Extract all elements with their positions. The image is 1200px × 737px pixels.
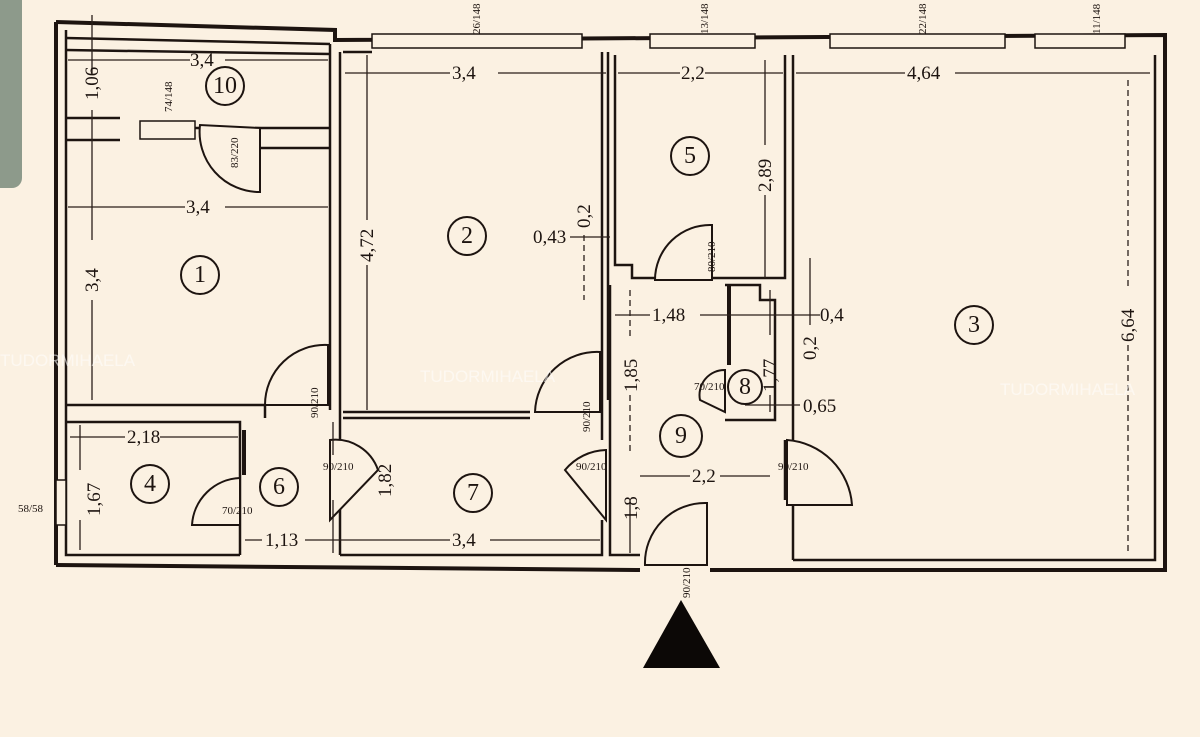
dim-room-7-height: 1,82 [375,464,396,497]
label-door-8: 70/210 [694,381,725,393]
dim-room-4-width: 2,18 [127,427,160,448]
dim-room-4-height: 1,67 [84,483,105,516]
label-door-10: 83/220 [229,137,241,168]
doors [190,123,854,566]
dim-room-6-width: 1,13 [265,530,298,551]
watermark-left: TUDORMIHAELA [0,351,136,370]
dim-043: 0,43 [533,227,566,248]
room-1-number: 1 [194,262,206,288]
label-door-2: 90/210 [581,401,593,432]
room-numbers: 10 1 2 5 3 4 6 7 8 9 [130,66,994,513]
label-door-6-7: 90/210 [323,461,354,473]
door-room-3 [786,438,854,506]
window-room-3a [829,33,1006,49]
label-door-entry: 90/210 [681,567,693,598]
dim-room-9-height-lower: 1,8 [621,496,642,520]
door-room-9-7 [563,448,607,523]
dim-room-9-width: 2,2 [692,466,716,487]
side-tab [0,0,22,188]
room-7-number: 7 [467,480,479,506]
label-door-4: 70/210 [222,505,253,517]
dim-room-10-height: 1,06 [82,67,103,100]
label-door-9-7: 90/210 [576,461,607,473]
label-window-top-2: 13/148 [699,3,711,34]
dimension-labels: 3,4 1,06 3,4 3,4 3,4 4,72 2,2 2,89 4,64 … [82,50,1139,551]
room-4-number: 4 [144,471,156,497]
dim-room-8-height: 1,77 [760,359,781,392]
dim-room-2-width: 3,4 [452,63,476,84]
label-window-10: 74/148 [163,81,175,112]
room-2-number: 2 [461,223,473,249]
dim-room-1-width: 3,4 [186,197,210,218]
entrance-arrow-icon [643,600,720,668]
window-room-3b [1034,33,1126,49]
room-8-number: 8 [739,374,751,400]
dim-room-1-height: 3,4 [82,268,103,292]
door-room-4 [190,476,241,526]
dim-02-b: 0,2 [800,336,821,360]
watermark-center: TUDORMIHAELA [420,367,556,386]
windows [55,33,1126,526]
window-room-2 [371,33,583,49]
label-window-top-3: 22/148 [917,3,929,34]
label-window-4: 58/58 [18,503,44,515]
dim-room-5-width: 2,2 [681,63,705,84]
door-room-2 [533,350,601,413]
dim-room-10-width: 3,4 [190,50,214,71]
dim-room-5-height: 2,89 [755,159,776,192]
room-9-number: 9 [675,423,687,449]
interior-walls [65,36,795,560]
window-room-4 [55,479,67,526]
dimension-lines [68,15,1150,555]
door-room-10 [198,123,261,194]
window-room-10 [139,120,196,140]
label-window-top-4: 11/148 [1091,3,1103,34]
dim-065: 0,65 [803,396,836,417]
door-entry [643,501,708,566]
opening-labels: 74/148 83/220 80/210 90/210 90/210 90/21… [18,3,1103,598]
window-room-5 [649,33,756,49]
label-door-1: 90/210 [309,387,321,418]
dim-room-2-height: 4,72 [357,229,378,262]
label-door-5: 80/210 [706,241,718,272]
dim-04: 0,4 [820,305,844,326]
dim-02-a: 0,2 [574,204,595,228]
door-room-5 [653,223,713,281]
door-room-7 [329,438,380,523]
dim-room-9-width-top: 1,48 [652,305,685,326]
dim-room-3-width: 4,64 [907,63,941,84]
dim-room-7-width: 3,4 [452,530,476,551]
room-5-number: 5 [684,143,696,169]
door-room-8 [698,368,726,414]
door-room-1 [263,343,329,406]
dim-room-3-height: 6,64 [1118,308,1139,342]
watermark-right: TUDORMIHAELA [1000,380,1136,399]
room-6-number: 6 [273,474,285,500]
label-door-3: 90/210 [778,461,809,473]
label-window-top-1: 26/148 [471,3,483,34]
dim-room-9-height: 1,85 [621,359,642,392]
room-3-number: 3 [968,312,980,338]
room-10-number: 10 [213,73,237,99]
